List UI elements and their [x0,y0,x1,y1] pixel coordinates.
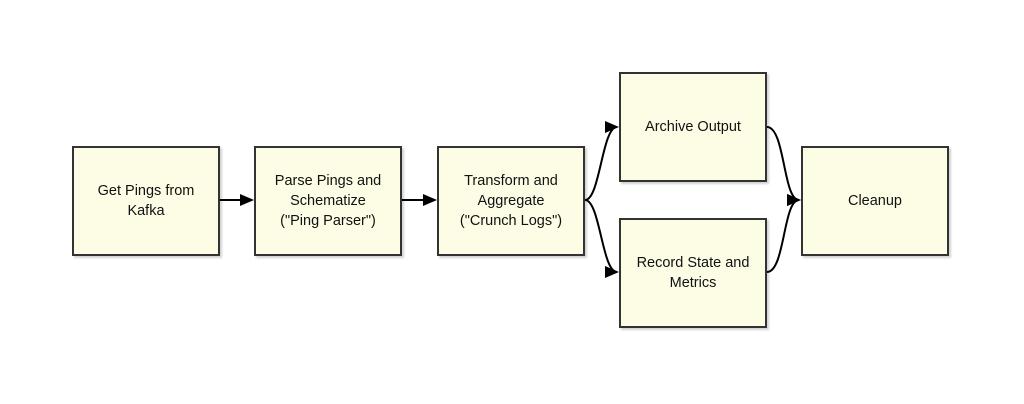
node-label: Record State and Metrics [636,255,750,291]
node-archive-output: Archive Output [619,72,767,182]
node-label: Archive Output [645,119,741,135]
node-label: Cleanup [847,193,902,209]
node-cleanup: Cleanup [801,146,949,256]
edge-record-state-to-cleanup [766,194,801,273]
node-record-state-and-metrics: Record State and Metrics [619,218,767,328]
edge-transform-to-archive [584,121,619,201]
node-label: Parse Pings and Schematize ("Ping Parser… [274,173,382,229]
node-parse-pings: Parse Pings and Schematize ("Ping Parser… [254,146,402,256]
edge-archive-to-cleanup [766,126,801,206]
node-transform-and-aggregate: Transform and Aggregate ("Crunch Logs") [437,146,585,256]
edge-transform-to-record-state [584,199,619,278]
node-label: Get Pings from Kafka [97,183,195,219]
node-label: Transform and Aggregate ("Crunch Logs") [459,173,563,229]
node-get-pings-from-kafka: Get Pings from Kafka [72,146,220,256]
